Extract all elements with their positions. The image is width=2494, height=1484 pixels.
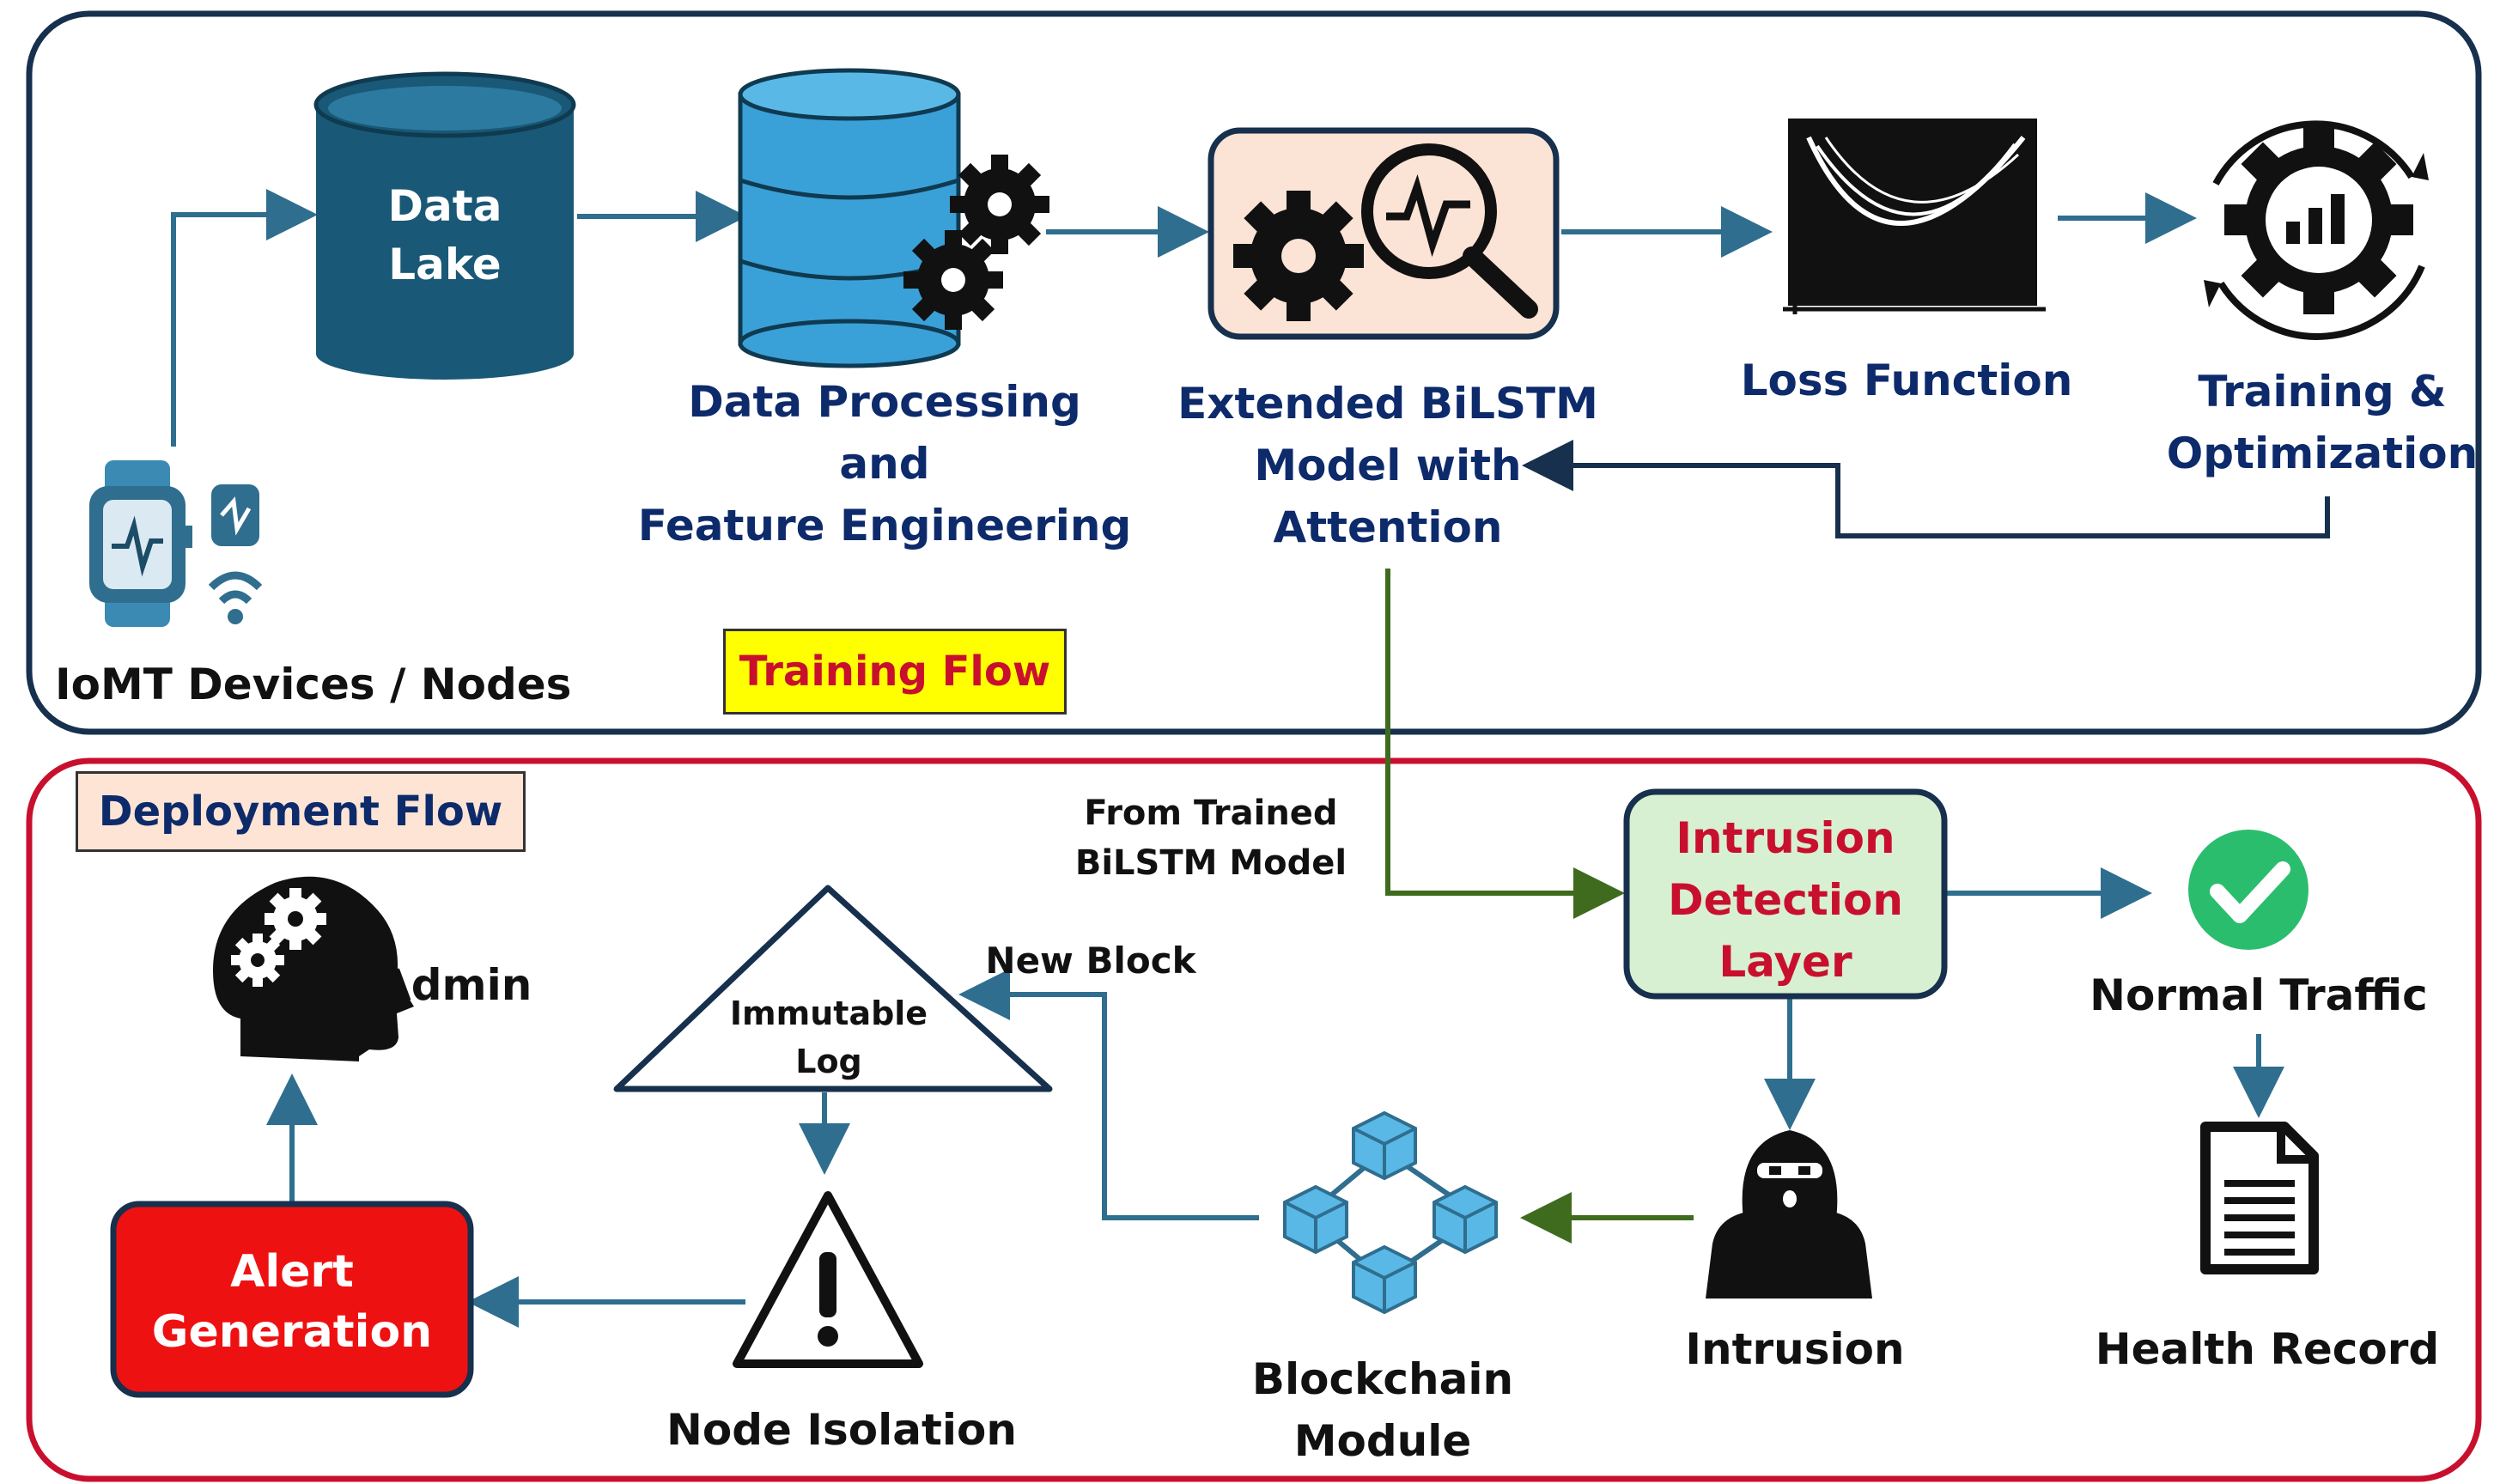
gear-magnifier-icon <box>1233 143 1538 321</box>
data-lake-line: Lake <box>388 240 502 289</box>
document-icon <box>2200 1122 2319 1274</box>
alert-line: Alert <box>230 1246 354 1298</box>
model-line: Model with <box>1254 441 1522 490</box>
immutable-log-line: Immutable <box>729 994 928 1032</box>
arrow-optimization-feedback <box>1522 440 2330 538</box>
triangle-log-icon <box>613 885 1053 1092</box>
loss-curve-icon <box>1783 119 2046 314</box>
ids-label: Intrusion Detection Layer <box>1627 807 1944 993</box>
immutable-log-label: Immutable Log <box>704 989 953 1086</box>
arrow-model-to-ids <box>1385 569 1625 919</box>
model-label: Extended BiLSTM Model with Attention <box>1147 373 1628 558</box>
new-block-label: New Block <box>985 940 1196 982</box>
data-processing-line: and <box>839 439 930 489</box>
from-model-line: BiLSTM Model <box>1074 843 1347 883</box>
data-lake-label: Data Lake <box>316 177 574 294</box>
alert-box <box>110 1201 474 1398</box>
database-gears-icon <box>738 68 1049 368</box>
ids-box <box>1623 788 1948 1000</box>
from-model-line: From Trained <box>1084 794 1338 833</box>
admin-label: Admin <box>378 960 532 1010</box>
ids-line: Detection <box>1668 875 1903 925</box>
warning-icon <box>733 1191 923 1368</box>
arrow-iomt-to-datalake <box>171 189 318 447</box>
optimization-line: Optimization <box>2166 429 2479 478</box>
admin-head-gears-icon <box>213 876 414 1061</box>
alert-label: Alert Generation <box>113 1242 471 1362</box>
iomt-label: IoMT Devices / Nodes <box>55 660 572 709</box>
intrusion-label: Intrusion <box>1685 1324 1905 1374</box>
check-circle-icon <box>2188 830 2308 950</box>
node-isolation-label: Node Isolation <box>666 1405 1017 1455</box>
model-line: Attention <box>1273 502 1503 552</box>
alert-line: Generation <box>151 1306 433 1358</box>
optimization-label: Training & Optimization <box>2152 361 2492 484</box>
smartwatch-sensor-icon <box>89 460 263 627</box>
data-processing-line: Feature Engineering <box>637 501 1132 550</box>
blockchain-line: Module <box>1293 1416 1472 1466</box>
immutable-log-line: Log <box>795 1043 862 1080</box>
data-processing-label: Data Processing and Feature Engineering <box>601 371 1168 556</box>
blockchain-label: Blockchain Module <box>1211 1348 1554 1472</box>
hacker-icon <box>1706 1130 1872 1298</box>
arrow-blockchain-to-log <box>958 969 1259 1220</box>
deployment-flow-tag: Deployment Flow <box>76 771 526 852</box>
training-flow-tag: Training Flow <box>723 629 1067 715</box>
blockchain-cubes-icon <box>1283 1110 1498 1315</box>
blockchain-line: Blockchain <box>1251 1354 1514 1404</box>
ids-line: Intrusion <box>1676 813 1895 863</box>
loss-function-label: Loss Function <box>1740 356 2073 405</box>
database-cylinder-icon <box>313 71 576 380</box>
normal-traffic-label: Normal Traffic <box>2089 970 2428 1020</box>
health-record-label: Health Record <box>2095 1324 2440 1374</box>
data-lake-line: Data <box>387 181 502 231</box>
optimization-line: Training & <box>2198 367 2447 417</box>
from-model-label: From Trained BiLSTM Model <box>1056 788 1366 888</box>
data-processing-line: Data Processing <box>688 377 1081 427</box>
model-line: Extended BiLSTM <box>1177 379 1598 429</box>
ids-line: Layer <box>1718 937 1852 987</box>
gear-chart-cycle-icon <box>2204 120 2429 340</box>
